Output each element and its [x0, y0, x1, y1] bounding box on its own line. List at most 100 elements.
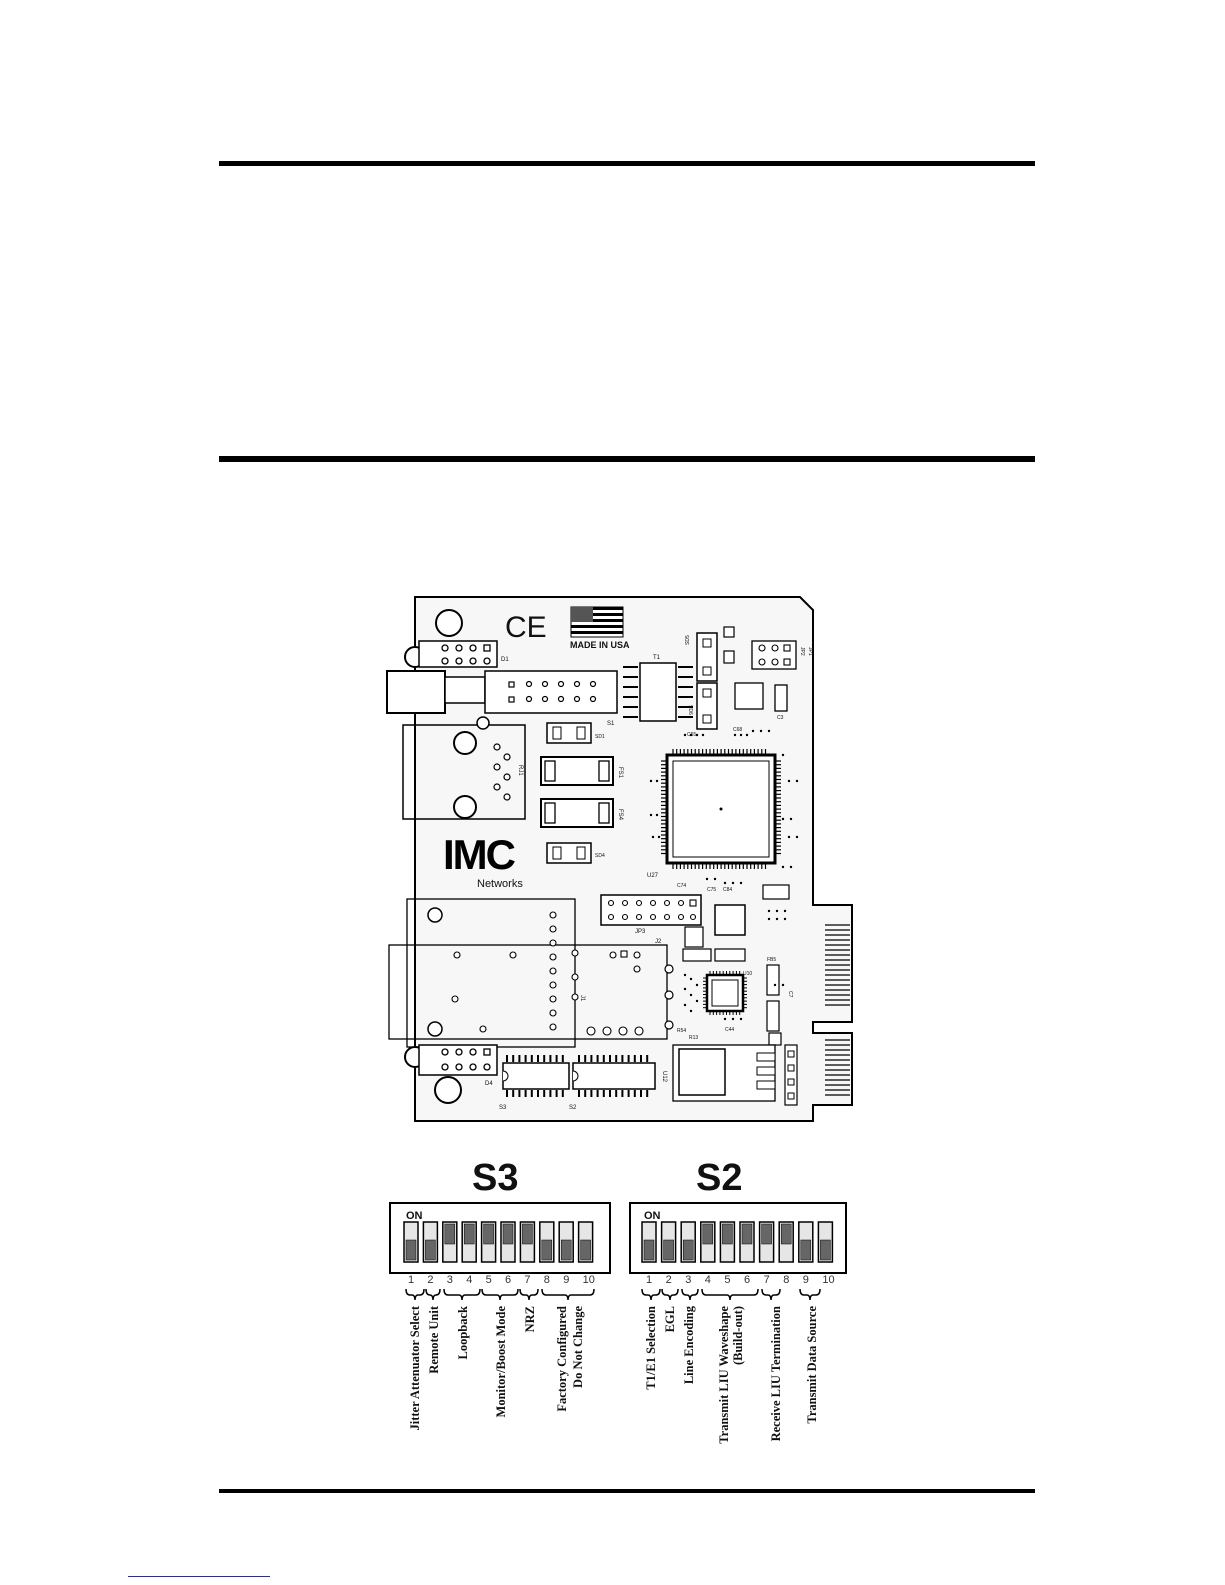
- s2-position-number: 8: [783, 1274, 789, 1286]
- s3-toggle[interactable]: [539, 1221, 555, 1263]
- mount-hole: [434, 1076, 462, 1104]
- s3-position-number: 5: [486, 1274, 492, 1286]
- edge-connector-upper: [825, 924, 850, 1006]
- s3-toggle[interactable]: [558, 1221, 574, 1263]
- svg-text:C75: C75: [707, 887, 716, 893]
- group-brace: [641, 1288, 661, 1301]
- s3-label-remote-unit: Remote Unit: [427, 1305, 441, 1374]
- s3-label-nrz: NRZ: [523, 1306, 537, 1332]
- svg-text:RJ1: RJ1: [517, 765, 523, 776]
- svg-text:C74: C74: [677, 883, 686, 889]
- t1-transformer: [639, 662, 677, 722]
- s2-position-number: 9: [803, 1274, 809, 1286]
- s3-toggle[interactable]: [519, 1221, 536, 1263]
- s2-position-number: 5: [724, 1274, 730, 1286]
- s3-toggle[interactable]: [442, 1221, 458, 1263]
- group-brace: [799, 1288, 821, 1301]
- s2-label-t1e1-selection: T1/E1 Selection: [644, 1306, 658, 1390]
- svg-text:C84: C84: [723, 887, 732, 893]
- s2-position-number: 2: [666, 1274, 672, 1286]
- s2-toggle[interactable]: [660, 1221, 677, 1263]
- s3-position-number: 4: [466, 1274, 472, 1286]
- svg-text:C3: C3: [777, 715, 784, 721]
- s3-toggle[interactable]: [480, 1221, 497, 1263]
- s3-label-do-not-change: Do Not Change: [571, 1306, 585, 1388]
- s2-on-label: ON: [644, 1210, 661, 1222]
- s3-label-factory-configured: Factory Configured: [555, 1306, 569, 1412]
- svg-text:S3: S3: [499, 1105, 507, 1111]
- s2-title: S2: [696, 1157, 742, 1199]
- imc-logo-sub: Networks: [477, 878, 523, 890]
- mount-hole: [435, 609, 463, 637]
- svg-text:FB5: FB5: [767, 957, 776, 963]
- s1-header: [484, 670, 618, 714]
- top-rule: [219, 161, 1035, 166]
- group-brace: [425, 1288, 441, 1301]
- svg-text:C7: C7: [787, 991, 793, 998]
- svg-text:S1: S1: [607, 721, 615, 727]
- group-brace: [701, 1288, 759, 1301]
- svg-text:C68: C68: [733, 727, 742, 733]
- s2-toggle[interactable]: [817, 1221, 834, 1263]
- s2-label-egl: EGL: [663, 1306, 677, 1332]
- s2-toggle[interactable]: [739, 1221, 755, 1263]
- svg-text:T1: T1: [653, 655, 661, 661]
- section-rule: [219, 456, 1035, 462]
- svg-text:C44: C44: [725, 1027, 734, 1033]
- rj1-jack: [402, 724, 526, 820]
- group-brace: [661, 1288, 679, 1301]
- s2-toggle[interactable]: [798, 1221, 814, 1263]
- s2-toggle[interactable]: [641, 1221, 657, 1263]
- group-brace: [443, 1288, 481, 1301]
- s2-position-number: 10: [822, 1274, 834, 1286]
- group-brace: [761, 1288, 781, 1301]
- s3-position-number: 10: [583, 1274, 595, 1286]
- power-connector: [386, 670, 446, 714]
- ce-mark: CE: [505, 611, 547, 644]
- svg-text:JP3: JP3: [635, 929, 646, 935]
- s3-toggle[interactable]: [403, 1221, 419, 1263]
- svg-text:J2: J2: [655, 939, 662, 945]
- s3-title: S3: [472, 1157, 518, 1199]
- s3-toggle[interactable]: [422, 1221, 439, 1263]
- s3-label-loopback: Loopback: [456, 1306, 470, 1360]
- svg-text:SD4: SD4: [595, 853, 605, 859]
- svg-text:D1: D1: [501, 657, 509, 663]
- u27-main-chip: [665, 753, 777, 865]
- s2-toggle[interactable]: [680, 1221, 696, 1263]
- edge-connector-lower: [825, 1039, 850, 1096]
- svg-text:U12: U12: [661, 1071, 667, 1083]
- board-diagram: CE MADE IN USA D1 S1 T1 SD5 SD6: [386, 596, 853, 1122]
- jp3-header: [600, 894, 702, 926]
- s2-toggle[interactable]: [778, 1221, 794, 1263]
- s2-position-number: 3: [685, 1274, 691, 1286]
- s3-footprint: [502, 1062, 570, 1090]
- s3-on-label: ON: [406, 1210, 423, 1222]
- s2-position-number: 4: [705, 1274, 711, 1286]
- sd6: [696, 682, 718, 730]
- svg-text:S2: S2: [569, 1105, 577, 1111]
- s2-toggle[interactable]: [700, 1221, 716, 1263]
- s3-toggle[interactable]: [577, 1221, 594, 1263]
- s2-footprint: [572, 1062, 656, 1090]
- group-brace: [541, 1288, 595, 1301]
- footer-link-underline[interactable]: [128, 1576, 270, 1577]
- s2-toggle[interactable]: [758, 1221, 775, 1263]
- svg-text:SD6: SD6: [687, 705, 693, 715]
- s3-toggle[interactable]: [461, 1221, 477, 1263]
- s3-position-number: 9: [563, 1274, 569, 1286]
- svg-text:FS1: FS1: [617, 767, 623, 779]
- s2-position-number: 6: [744, 1274, 750, 1286]
- u10-chip: [705, 973, 745, 1013]
- usa-flag-icon: [570, 606, 624, 638]
- group-brace: [519, 1288, 539, 1301]
- svg-text:U10: U10: [743, 971, 752, 977]
- svg-text:D4: D4: [485, 1081, 493, 1087]
- s2-toggle[interactable]: [719, 1221, 736, 1263]
- s3-position-number: 3: [447, 1274, 453, 1286]
- s2-label-build-out: (Build-out): [731, 1306, 745, 1365]
- s3-position-number: 1: [408, 1274, 414, 1286]
- s3-toggle[interactable]: [500, 1221, 516, 1263]
- svg-text:U27: U27: [647, 873, 659, 879]
